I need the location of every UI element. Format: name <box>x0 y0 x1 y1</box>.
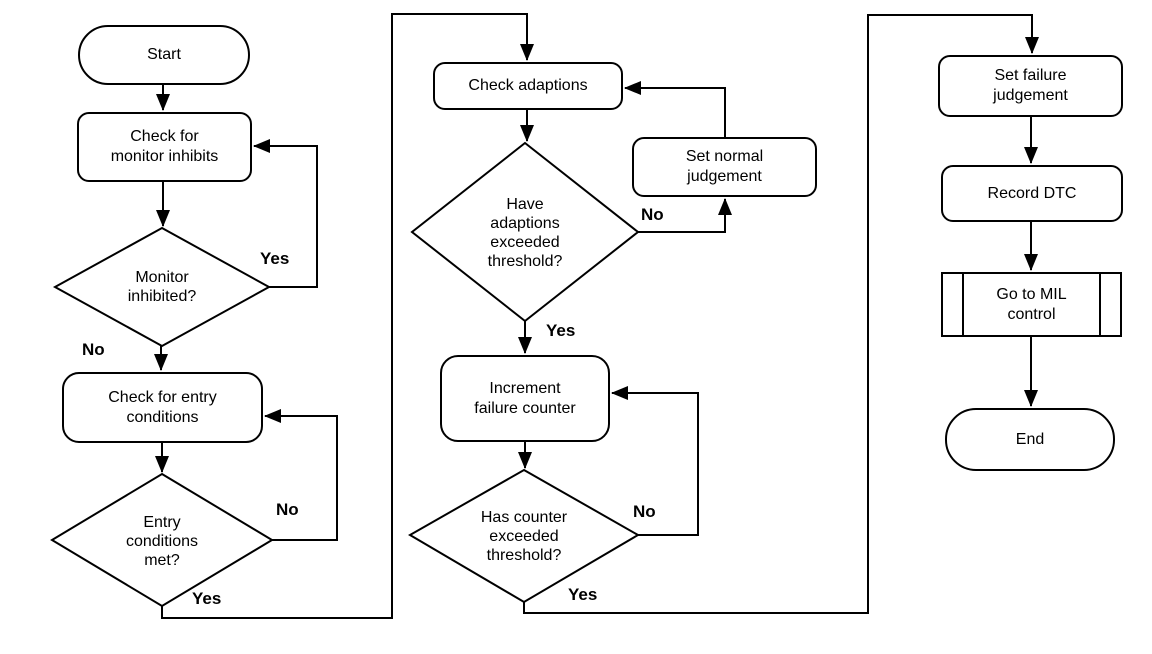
predefined-process-left-bar <box>962 274 964 335</box>
check-adaptions-label: Check adaptions <box>468 77 588 94</box>
set-failure-judgement-label: Set failure judgement <box>993 67 1068 104</box>
increment-failure-counter-node: Increment failure counter <box>440 355 610 442</box>
end-node: End <box>945 408 1115 471</box>
record-dtc-node: Record DTC <box>941 165 1123 222</box>
edge-label-entry-conditions-no: No <box>276 500 299 519</box>
edge-label-counter-yes: Yes <box>568 585 598 604</box>
counter-exceeded-decision-shape <box>408 468 640 604</box>
predefined-process-right-bar <box>1099 274 1101 335</box>
monitor-inhibited-decision-shape <box>52 226 272 348</box>
edge-label-entry-conditions-yes: Yes <box>192 589 222 608</box>
edge-label-adaptions-no: No <box>641 205 664 224</box>
edge-entry-conditions-no-loop <box>264 409 338 541</box>
adaptions-exceeded-decision-shape <box>410 141 640 323</box>
edge-set-normal-judgement-to-check-adaptions <box>624 81 726 137</box>
edge-label-adaptions-yes: Yes <box>546 321 576 340</box>
start-node: Start <box>78 25 250 85</box>
edge-monitor-inhibited-yes-loop <box>253 139 318 288</box>
set-normal-judgement-label: Set normal judgement <box>685 148 764 185</box>
edge-adaptions-no-to-set-normal-judgement <box>638 198 732 233</box>
check-adaptions-node: Check adaptions <box>433 62 623 110</box>
set-normal-judgement-node: Set normal judgement <box>632 137 817 197</box>
entry-conditions-met-decision-shape <box>50 472 274 608</box>
record-dtc-label: Record DTC <box>987 184 1077 202</box>
check-entry-conditions-label: Check for entry conditions <box>108 388 217 426</box>
edge-entry-conditions-yes-to-check-adaptions <box>161 13 534 619</box>
edge-label-monitor-inhibited-yes: Yes <box>260 249 290 268</box>
go-to-mil-control-node: Go to MIL control <box>941 272 1122 337</box>
edge-label-counter-no: No <box>633 502 656 521</box>
set-failure-judgement-node: Set failure judgement <box>938 55 1123 117</box>
increment-failure-counter-label: Increment failure counter <box>474 379 576 417</box>
end-node-label: End <box>1015 430 1045 448</box>
go-to-mil-control-label: Go to MIL control <box>996 285 1067 323</box>
check-monitor-inhibits-node: Check for monitor inhibits <box>77 112 252 182</box>
start-node-label: Start <box>147 46 181 63</box>
edge-label-monitor-inhibited-no: No <box>82 340 105 359</box>
edge-counter-no-loop <box>611 386 699 536</box>
check-entry-conditions-node: Check for entry conditions <box>62 372 263 443</box>
edge-counter-yes-to-set-failure-judgement <box>523 14 1039 614</box>
check-monitor-inhibits-label: Check for monitor inhibits <box>110 128 219 165</box>
